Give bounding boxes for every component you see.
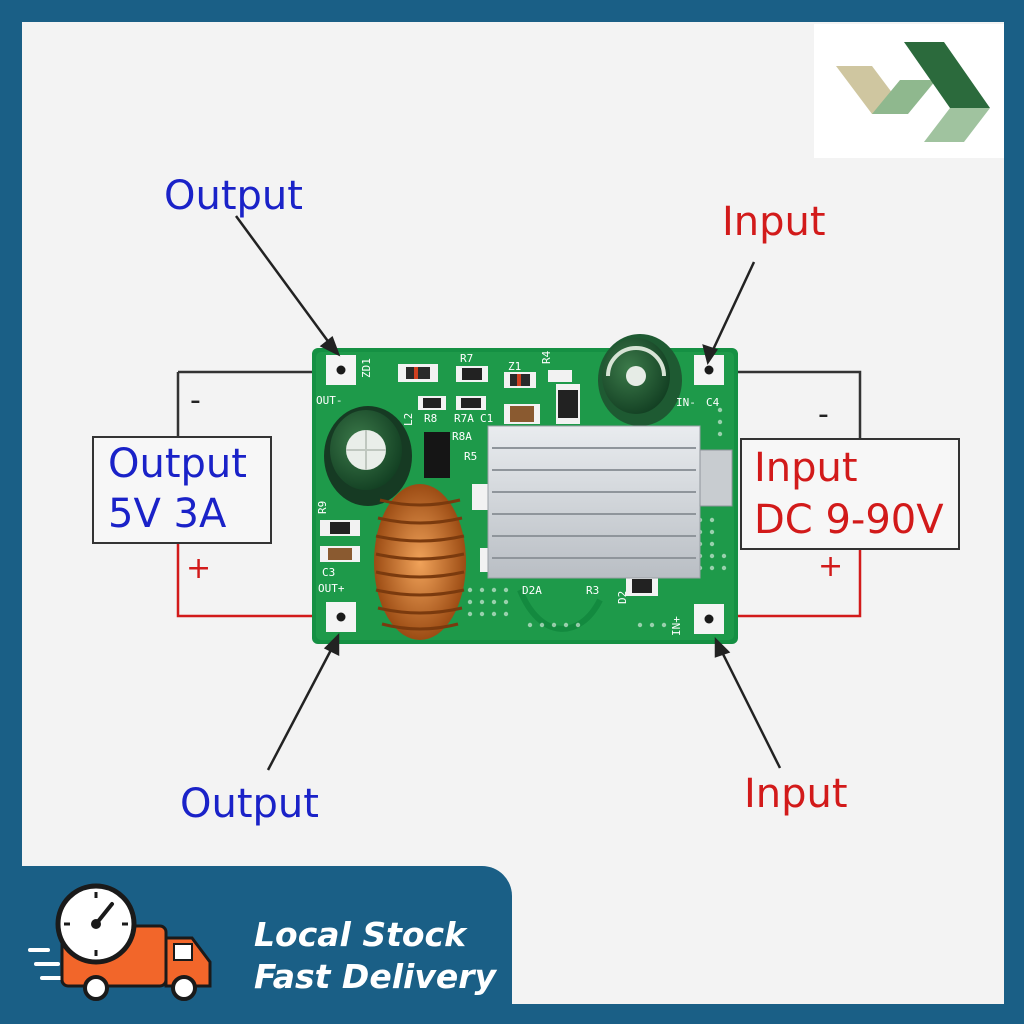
output-plus-sign: +: [186, 551, 212, 586]
input-label-bottom: Input: [744, 771, 848, 817]
banner-fast-delivery: Fast Delivery: [254, 957, 497, 996]
pcb-illustration: ZD1 R7 Z1 R4 OUT- L2 R8 R7A C1 R8A R5 IN…: [176, 215, 862, 771]
callout-arrows: [234, 215, 782, 771]
output-spec-line2: 5V 3A: [108, 491, 227, 537]
output-spec-box: Output 5V 3A: [92, 436, 272, 544]
input-spec-box: Input DC 9-90V: [740, 438, 960, 550]
output-minus-sign: -: [190, 383, 201, 418]
brand-logo: [814, 24, 1004, 158]
silk-in-minus: IN-: [676, 396, 696, 409]
silk-z1: Z1: [508, 360, 521, 373]
output-label-bottom: Output: [180, 781, 319, 827]
silk-r7: R7: [460, 352, 473, 365]
banner-local-stock: Local Stock: [254, 915, 467, 954]
silk-out-minus: OUT-: [316, 394, 343, 407]
silk-c4: C4: [706, 396, 720, 409]
input-minus-sign: -: [818, 397, 829, 432]
input-label-top: Input: [722, 199, 826, 245]
silk-d2a: D2A: [522, 584, 542, 597]
pcb-board: ZD1 R7 Z1 R4 OUT- L2 R8 R7A C1 R8A R5 IN…: [312, 334, 738, 644]
silk-r8: R8: [424, 412, 437, 425]
product-image: ZD1 R7 Z1 R4 OUT- L2 R8 R7A C1 R8A R5 IN…: [22, 22, 1004, 1004]
delivery-truck-icon: [28, 883, 212, 1001]
silk-r8a: R8A: [452, 430, 472, 443]
silk-l2: L2: [402, 413, 415, 426]
output-spec-line1: Output: [108, 441, 247, 487]
output-label-top: Output: [164, 173, 303, 219]
input-plus-sign: +: [818, 549, 844, 584]
silk-r7a: R7A: [454, 412, 474, 425]
silk-r5: R5: [464, 450, 477, 463]
silk-c1: C1: [480, 412, 493, 425]
input-spec-line2: DC 9-90V: [754, 497, 944, 543]
silk-out-plus: OUT+: [318, 582, 345, 595]
silk-r3: R3: [586, 584, 599, 597]
silk-r9: R9: [316, 501, 329, 514]
silk-zd1: ZD1: [360, 358, 373, 378]
input-spec-line1: Input: [754, 445, 858, 491]
brand-logo-icon: [836, 42, 990, 142]
delivery-banner: Local Stock Fast Delivery: [22, 866, 512, 1004]
silk-c3: C3: [322, 566, 335, 579]
silk-r4: R4: [540, 350, 553, 364]
wires: [176, 370, 862, 618]
silk-d2: D2: [616, 591, 629, 604]
silk-in-plus: IN+: [670, 616, 683, 636]
